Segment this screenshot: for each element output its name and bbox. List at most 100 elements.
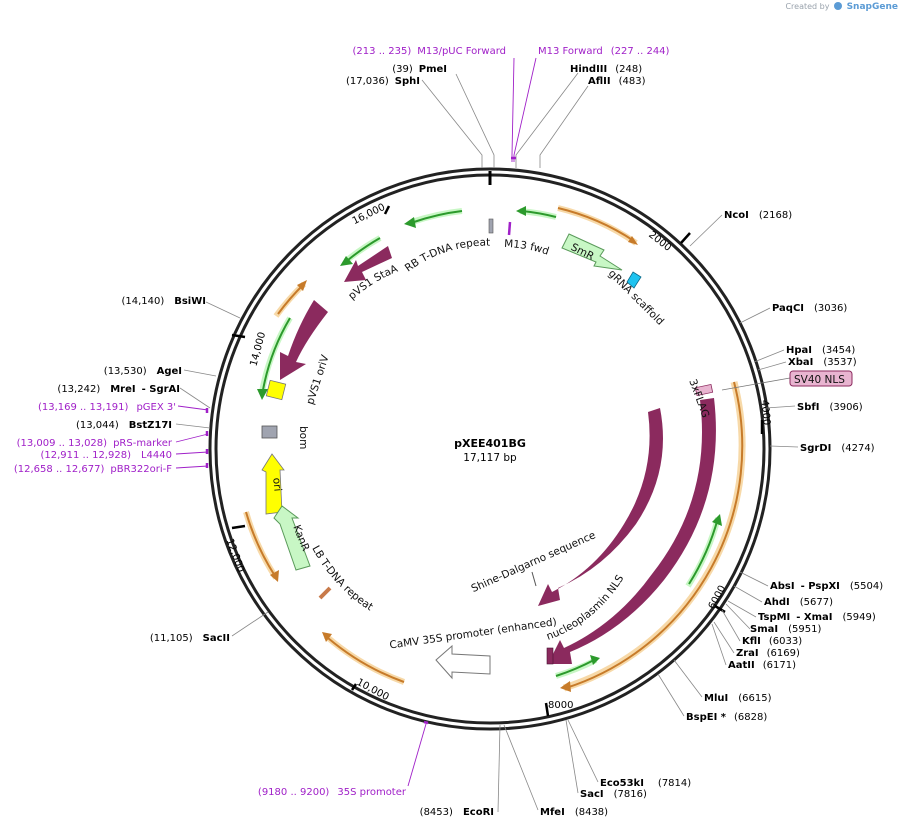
site-absi-name2: - PspXI bbox=[801, 581, 840, 592]
site-sphi-pos: (17,036) bbox=[346, 76, 389, 87]
primer-ticks bbox=[205, 156, 516, 725]
leader-p35s bbox=[407, 723, 427, 787]
feature-cas9-inner bbox=[538, 408, 663, 606]
feature-orf-orange-10k-line bbox=[327, 637, 405, 683]
site-kfli-name: KflI bbox=[742, 636, 761, 647]
site-bstz17i-name: BstZ17I bbox=[129, 420, 172, 431]
site-ecori: (8453)EcoRI bbox=[420, 807, 494, 818]
feature-rb-label: RB T-DNA repeat bbox=[403, 237, 491, 275]
leader-sacii bbox=[231, 611, 269, 637]
leader-zrai bbox=[713, 621, 735, 654]
site-mlui-name: MluI bbox=[704, 693, 728, 704]
site-sbfi-name: SbfI bbox=[797, 402, 819, 413]
plasmid-length: 17,117 bp bbox=[463, 452, 517, 464]
feature-smr bbox=[561, 233, 623, 271]
site-agei: (13,530)AgeI bbox=[104, 366, 182, 377]
site-aflii-name: AflII bbox=[588, 76, 611, 87]
leader-mrei bbox=[179, 387, 211, 409]
feature-camv35s bbox=[435, 644, 491, 680]
leader-sbfi bbox=[765, 405, 796, 409]
site-prsm-pos: (13,009 .. 13,028) bbox=[17, 438, 108, 449]
site-paqci-pos: (3036) bbox=[814, 303, 847, 314]
feature-lb-text: LB T-DNA repeat bbox=[309, 544, 375, 614]
tick-label-6000: 6000 bbox=[707, 584, 729, 612]
site-ahdi-pos: (5677) bbox=[800, 597, 833, 608]
site-aatii-pos: (6171) bbox=[763, 660, 796, 671]
leader-absi bbox=[739, 571, 769, 587]
tick-label-16000: 16,000 bbox=[351, 202, 387, 227]
site-l4440-name: L4440 bbox=[141, 450, 172, 461]
site-zrai-pos: (6169) bbox=[767, 648, 800, 659]
tick-8000 bbox=[544, 702, 550, 717]
site-m13fwd-pos: (227 .. 244) bbox=[611, 46, 670, 57]
site-l4440: (12,911 .. 12,928)L4440 bbox=[40, 450, 172, 461]
feature-m13fwd-text: M13 fwd bbox=[504, 238, 551, 258]
site-prsm: (13,009 .. 13,028)pRS-marker bbox=[17, 438, 173, 449]
site-absi: AbsI- PspXI(5504) bbox=[770, 581, 883, 592]
site-sbfi-pos: (3906) bbox=[829, 402, 862, 413]
feature-nucleoplasmin-text: nucleoplasmin NLS bbox=[545, 573, 627, 643]
site-bspei: BspEI *(6828) bbox=[686, 712, 767, 723]
feature-rb-text: RB T-DNA repeat bbox=[403, 237, 491, 275]
snapgene-credit: Created by SnapGene bbox=[785, 2, 898, 12]
site-m13fwd: M13 Forward(227 .. 244) bbox=[538, 46, 670, 57]
site-kfli-pos: (6033) bbox=[769, 636, 802, 647]
feature-ori bbox=[261, 453, 285, 515]
feature-kanr bbox=[273, 505, 311, 571]
site-paqci: PaqCI(3036) bbox=[772, 303, 847, 314]
arrow-orf-orange-right bbox=[560, 681, 571, 692]
scale-ticks bbox=[231, 205, 764, 717]
site-mrei-name: MreI bbox=[110, 384, 135, 395]
site-bstz17i-pos: (13,044) bbox=[76, 420, 119, 431]
feature-lb-marker bbox=[318, 586, 332, 600]
leader-m13puc bbox=[511, 57, 515, 162]
arrow-orf-green-bottom bbox=[590, 655, 600, 665]
feature-3xflag-label: 3xFLAG bbox=[686, 378, 711, 420]
leader-aatii bbox=[711, 623, 727, 666]
primer-tick-p35s bbox=[423, 720, 429, 725]
site-smai-pos: (5951) bbox=[788, 624, 821, 635]
site-tspmi-name: TspMI bbox=[758, 612, 790, 623]
site-absi-name: AbsI bbox=[770, 581, 795, 592]
site-mfei-name: MfeI bbox=[540, 807, 565, 818]
site-pmei-pos: (39) bbox=[392, 64, 413, 75]
site-bspei-pos: (6828) bbox=[734, 712, 767, 723]
site-aflii: AflII (483) bbox=[588, 76, 646, 87]
site-saci: SacI(7816) bbox=[580, 789, 647, 800]
site-mfei: MfeI(8438) bbox=[540, 807, 608, 818]
leader-mlui bbox=[673, 659, 703, 698]
feature-shine-label: Shine-Dalgarno sequence bbox=[469, 529, 597, 595]
leader-saci bbox=[565, 719, 579, 794]
site-hindiii-name: HindIII bbox=[570, 64, 607, 75]
leader-l4440 bbox=[175, 451, 209, 455]
site-ecori-name: EcoRI bbox=[463, 807, 494, 818]
site-m13puc-pos: (213 .. 235) bbox=[353, 46, 412, 57]
site-mrei-pos: (13,242) bbox=[57, 384, 100, 395]
tick-label-4000: 4000 bbox=[759, 399, 772, 425]
site-eco53ki-name: Eco53kI bbox=[600, 778, 644, 789]
feature-bom-box bbox=[261, 425, 278, 439]
site-aatii-name: AatII bbox=[728, 660, 755, 671]
site-tspmi: TspMI- XmaI(5949) bbox=[758, 612, 876, 623]
feature-sv40-label: SV40 NLS bbox=[794, 374, 845, 386]
site-mlui: MluI(6615) bbox=[704, 693, 772, 704]
leader-mfei bbox=[503, 724, 539, 811]
arrow-orf-green-left bbox=[257, 389, 268, 400]
leader-agei bbox=[183, 369, 217, 377]
site-zrai-name: ZraI bbox=[736, 648, 759, 659]
site-aflii-pos: (483) bbox=[619, 76, 646, 87]
credit-brand: SnapGene bbox=[846, 2, 898, 12]
arrow-orf-top-right bbox=[628, 236, 638, 245]
feature-sv40-box bbox=[789, 370, 853, 387]
site-hpai-name: HpaI bbox=[786, 345, 812, 356]
arrow-orf-green-upperleft2 bbox=[340, 256, 353, 266]
site-xbai: XbaI(3537) bbox=[788, 357, 857, 368]
feature-sv40-leader bbox=[721, 377, 791, 391]
feature-nucleoplasmin-box bbox=[546, 647, 554, 665]
site-sphi-name: SphI bbox=[395, 76, 420, 87]
site-sbfi: SbfI (3906) bbox=[797, 402, 863, 413]
site-bsiwi: (14,140)BsiWI bbox=[121, 296, 206, 307]
arrow-orf-orange-10k bbox=[322, 632, 332, 642]
tick-14000 bbox=[231, 333, 246, 339]
